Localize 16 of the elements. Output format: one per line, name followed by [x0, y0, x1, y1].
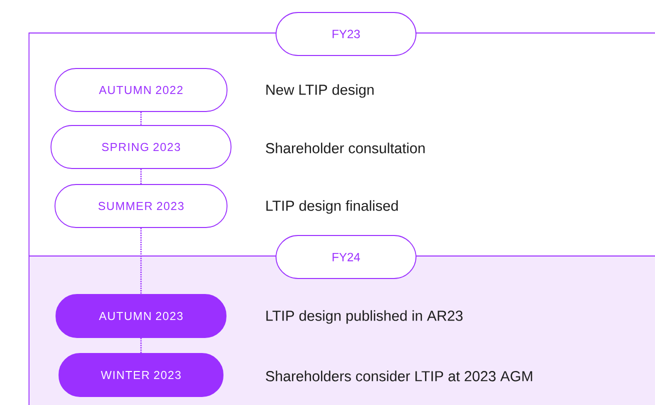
date-pill: SPRING 2023 [50, 125, 232, 169]
dotted-connector [140, 168, 142, 184]
milestone-text: Shareholder consultation [266, 142, 425, 154]
dotted-connector [140, 228, 142, 294]
milestone-text: New LTIP design [266, 84, 374, 98]
date-pill: SUMMER 2023 [54, 184, 228, 228]
dotted-connector [140, 338, 142, 354]
period-pill: FY23 [276, 12, 416, 56]
dotted-connector [140, 112, 142, 126]
milestone-text: Shareholders consider LTIP at 2023 AGM [266, 370, 532, 382]
date-pill: AUTUMN 2023 [56, 294, 226, 338]
milestone-text: LTIP design published in AR23 [266, 310, 463, 324]
date-pill: AUTUMN 2022 [54, 68, 228, 112]
milestone-text: LTIP design finalised [266, 200, 398, 214]
period-pill: FY24 [276, 235, 416, 279]
date-pill: WINTER 2023 [58, 353, 224, 397]
